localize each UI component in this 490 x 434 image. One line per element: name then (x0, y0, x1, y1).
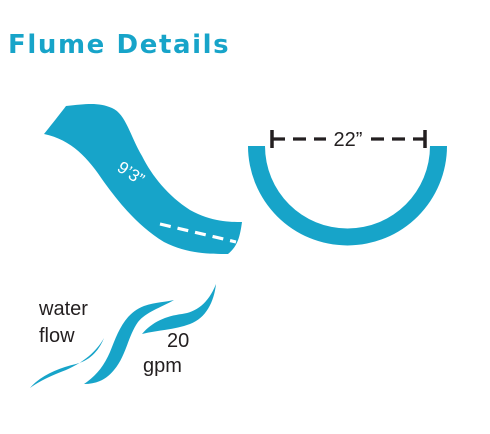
water-flow-label-line1: water (38, 298, 88, 320)
flow-rate-value: 20 (167, 330, 189, 352)
slide-length-dashes (159, 222, 237, 244)
water-wave-icon (30, 338, 104, 388)
water-flow-section: water flow 20 gpm (30, 284, 216, 388)
bowl-section: 22” (248, 129, 447, 246)
slide-shape (44, 104, 242, 254)
water-wave-icon (142, 284, 216, 334)
slide-section: 9’3” (44, 104, 242, 254)
bowl-shape (248, 146, 447, 246)
water-wave-icon (84, 300, 174, 384)
water-flow-label-line2: flow (39, 325, 75, 347)
page-title: Flume Details (8, 30, 230, 60)
bowl-width-label: 22” (334, 129, 363, 151)
flow-rate-unit: gpm (143, 355, 182, 377)
